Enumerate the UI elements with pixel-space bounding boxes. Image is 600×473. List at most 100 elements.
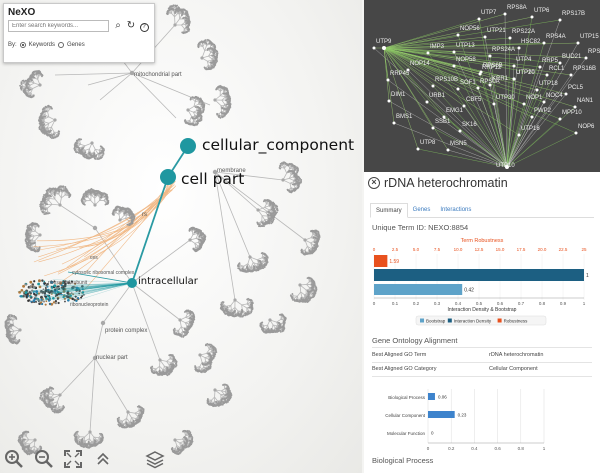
tree-edge [32, 79, 35, 84]
tree-edge [184, 24, 187, 27]
tree-edge [206, 43, 210, 46]
tree-edge [225, 304, 231, 307]
tree-edge [259, 220, 263, 224]
tree-edge [241, 304, 247, 309]
tree-edge [58, 193, 62, 199]
tree-edge [261, 261, 264, 265]
tree-edge [289, 187, 292, 190]
tree-edge [292, 176, 296, 179]
tree-edge [174, 13, 179, 18]
tree-edge [276, 319, 281, 323]
tree-edge [169, 358, 173, 360]
tree-edge [204, 357, 206, 362]
tree-edge [310, 235, 315, 239]
tree-edge [207, 60, 211, 64]
tree-edge [131, 282, 161, 361]
tree-edge [30, 82, 35, 86]
tree-edge [44, 116, 49, 120]
tree-edge [56, 401, 60, 407]
tree-edge [89, 357, 96, 433]
tree-edge [130, 417, 132, 423]
tree-edge [85, 148, 90, 151]
tree-edge [249, 267, 251, 270]
tree-edge [51, 126, 55, 133]
tree-edge [192, 98, 196, 103]
tree-edge [153, 367, 157, 370]
tree-edge [207, 59, 212, 62]
tree-edge [193, 101, 196, 107]
tree-edge [304, 246, 308, 251]
tree-edge [131, 72, 177, 119]
tree-edge [192, 111, 196, 116]
tree-edge [80, 143, 86, 147]
tree-edge [280, 319, 284, 321]
tree-edge [171, 13, 175, 18]
tree-edge [243, 263, 249, 267]
ontology-tree-graph[interactable] [0, 0, 362, 473]
tree-edge [131, 239, 191, 284]
tree-edge [126, 418, 130, 423]
tree-edge [247, 263, 251, 268]
tree-edge [178, 326, 182, 331]
tree-edge [94, 149, 99, 154]
tree-edge [218, 110, 222, 114]
tree-edge [99, 72, 133, 101]
tree-edge [181, 24, 185, 26]
tree-edge [83, 148, 86, 151]
tree-edge [265, 208, 272, 213]
tree-edge [264, 203, 267, 208]
tree-edge [79, 140, 81, 145]
tree-edge [300, 291, 305, 296]
tree-edge [95, 148, 100, 151]
tree-edge [310, 242, 313, 248]
tree-edge [193, 111, 197, 114]
tree-edge [264, 207, 270, 211]
tree-edge [250, 262, 254, 267]
tree-edge [195, 100, 199, 103]
tree-edge [189, 116, 192, 121]
tree-edge [229, 309, 232, 312]
tree-edge [310, 240, 315, 244]
tree-edge [214, 171, 259, 211]
tree-edge [211, 396, 215, 401]
tree-edge [98, 149, 101, 153]
tree-edge [300, 291, 303, 297]
tree-edge [221, 99, 225, 105]
tree-edge [214, 171, 236, 301]
tree-edge [214, 171, 251, 258]
tree-edge [220, 95, 225, 97]
tree-edge [94, 357, 129, 413]
tree-edge [291, 173, 294, 176]
tree-edge [221, 97, 226, 101]
tree-edge [155, 365, 160, 370]
tree-edge [131, 72, 211, 106]
tree-edge [289, 176, 294, 179]
tree-edge [37, 76, 40, 80]
tree-edge [191, 115, 197, 118]
tree-edge [241, 303, 247, 306]
tree-edge [186, 119, 190, 122]
tree-edge [289, 178, 294, 181]
tree-edge [47, 204, 53, 209]
tree-edge [220, 105, 222, 112]
tree-edge [289, 180, 296, 184]
tree-edge [206, 61, 209, 66]
tree-edge [214, 171, 306, 241]
ontology-graph-canvas[interactable]: cellular_component cell part intracellul… [0, 0, 362, 473]
tree-edge [288, 174, 292, 179]
tree-edge [45, 114, 49, 118]
tree-edge [208, 52, 211, 57]
tree-edge [94, 322, 104, 359]
tree-edge [87, 72, 133, 86]
tree-edge [199, 362, 203, 367]
tree-edge [223, 303, 227, 307]
tree-edge [202, 43, 205, 47]
tree-edge [240, 264, 244, 267]
tree-edge [264, 205, 269, 208]
tree-edge [59, 204, 96, 229]
tree-edge [306, 281, 310, 285]
tree-edge [206, 64, 209, 68]
tree-edge [166, 358, 171, 362]
tree-edge [48, 200, 53, 205]
tree-edge [173, 11, 176, 17]
